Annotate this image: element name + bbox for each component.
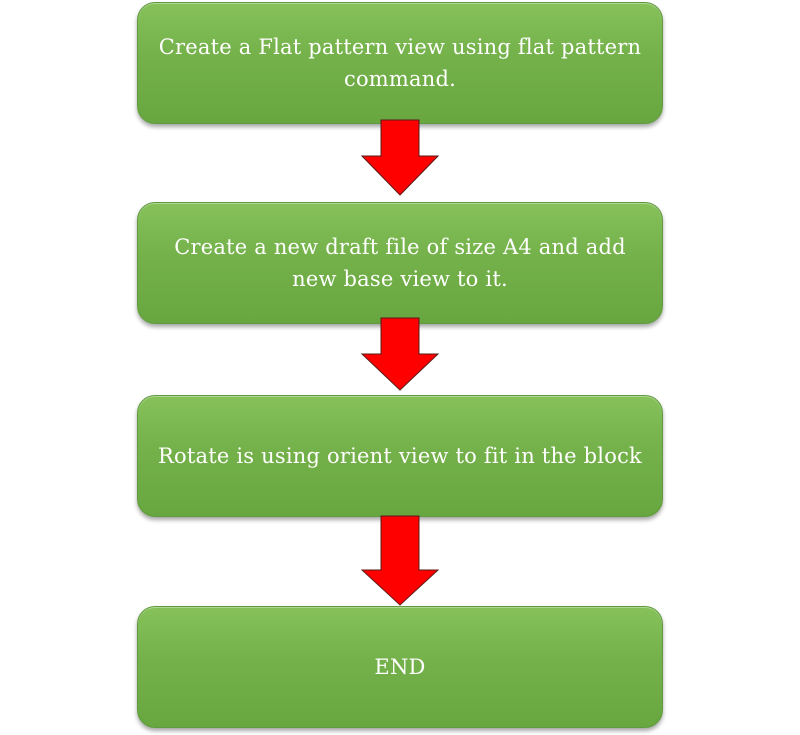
down-arrow-icon	[361, 119, 439, 196]
flow-step-2-label: Create a new draft file of size A4 and a…	[174, 235, 626, 291]
flow-step-end: END	[137, 606, 663, 728]
flow-step-3: Rotate is using orient view to fit in th…	[137, 395, 663, 517]
flow-step-end-label: END	[374, 655, 426, 679]
down-arrow-icon	[361, 317, 439, 391]
down-arrow-icon	[361, 515, 439, 606]
flow-step-2: Create a new draft file of size A4 and a…	[137, 202, 663, 324]
flow-step-1-label: Create a Flat pattern view using flat pa…	[158, 35, 642, 91]
flow-step-3-label: Rotate is using orient view to fit in th…	[158, 444, 642, 468]
flow-step-1: Create a Flat pattern view using flat pa…	[137, 2, 663, 124]
